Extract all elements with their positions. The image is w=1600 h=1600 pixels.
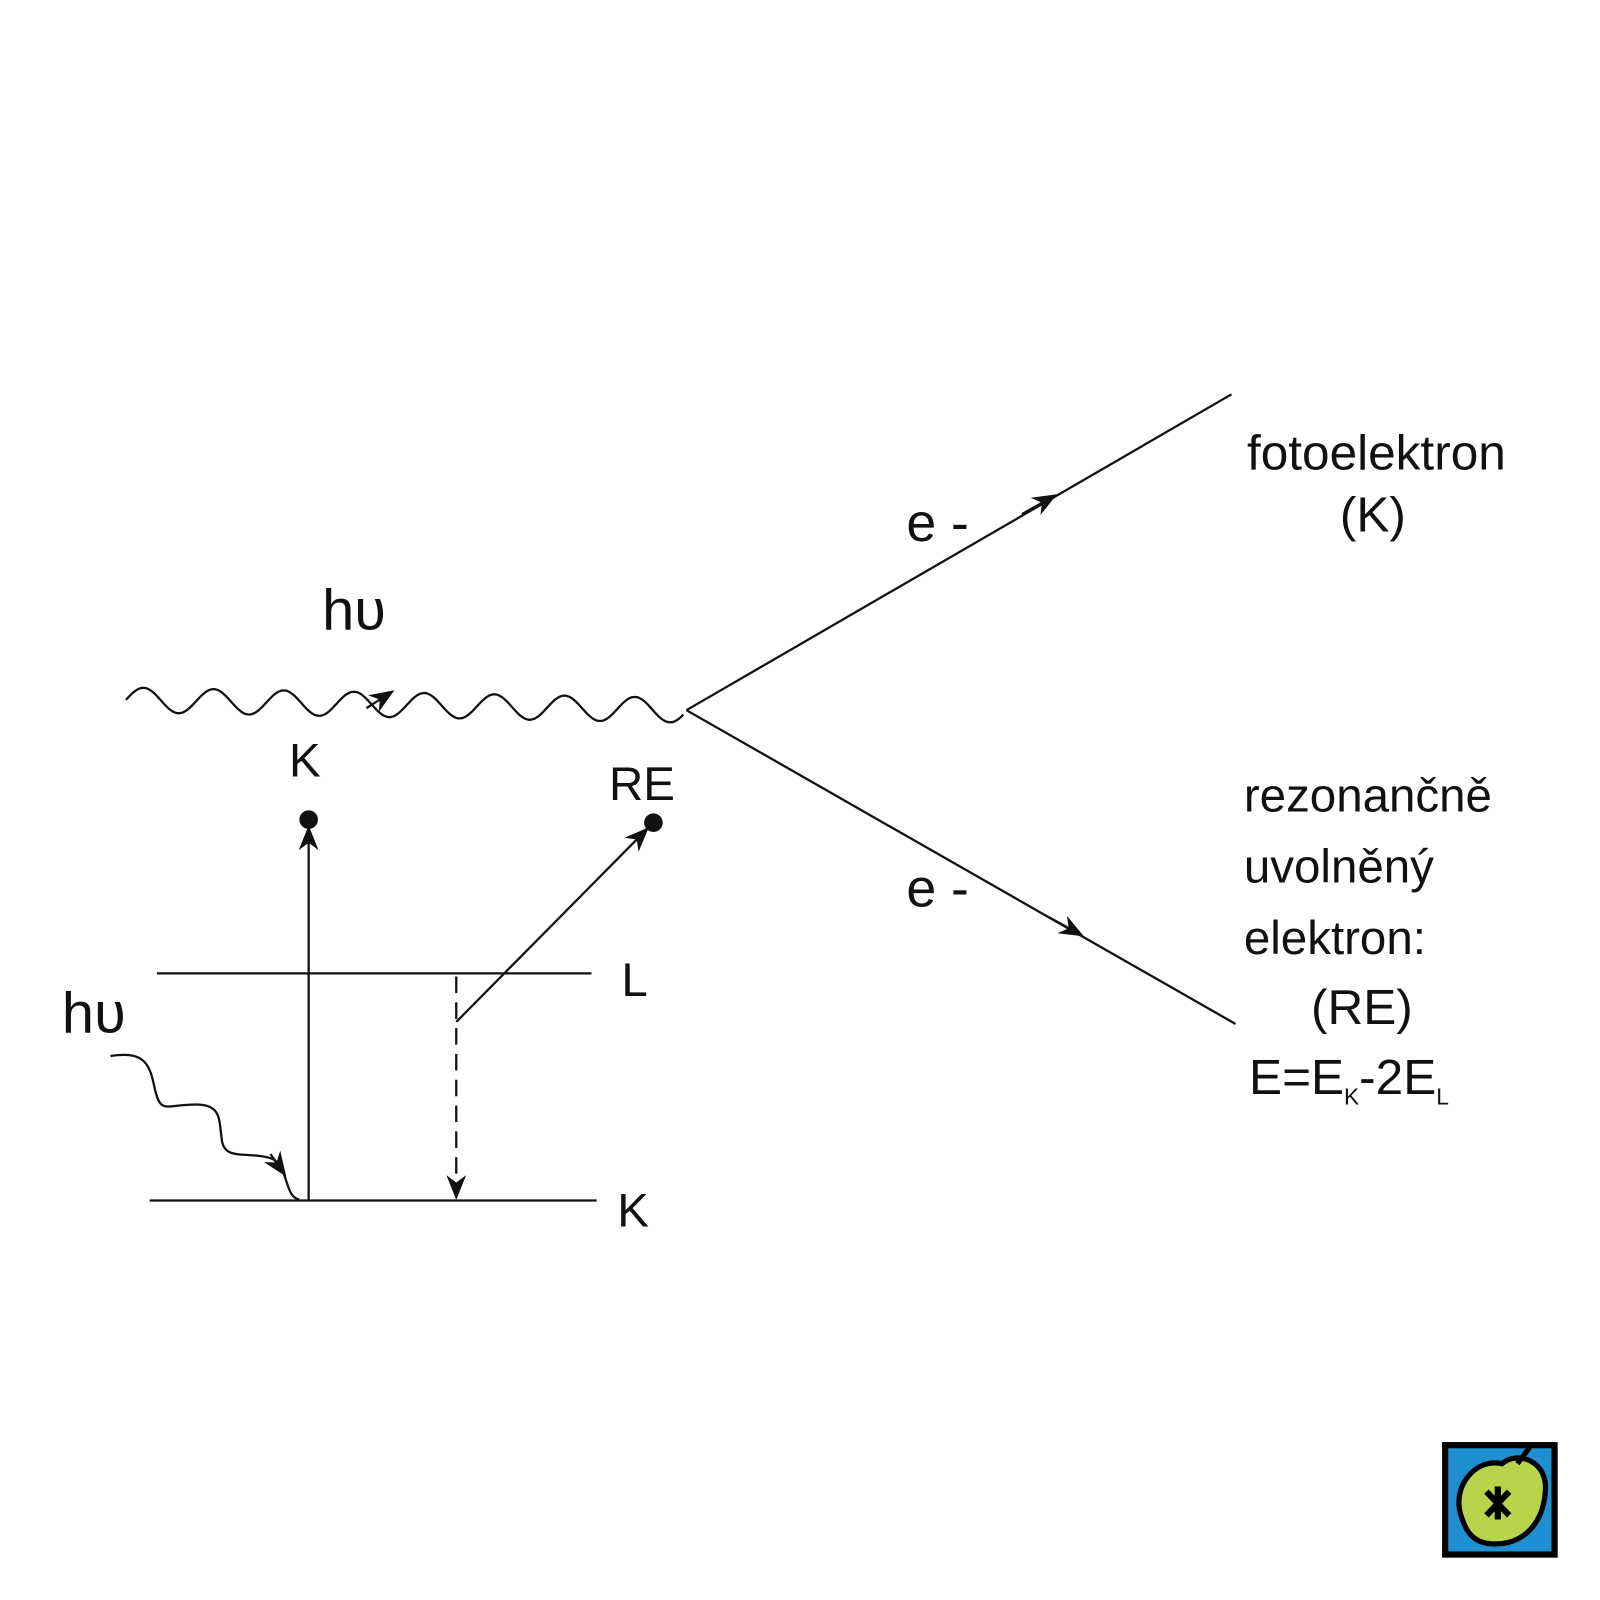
curly-photon-arrow-icon xyxy=(263,1150,287,1177)
apple-logo xyxy=(1442,1442,1558,1558)
photoelectron-arrow-icon xyxy=(1021,494,1058,516)
re-label: RE xyxy=(609,758,675,811)
k-ejected-label: K xyxy=(289,734,321,787)
photon-label-left: hυ xyxy=(62,981,126,1045)
electron-label-upper: e - xyxy=(906,493,969,553)
level-K-label: K xyxy=(617,1184,649,1237)
electron-label-lower: e - xyxy=(906,858,969,918)
incoming-photon-curly xyxy=(110,1053,300,1201)
resonant-label-2: uvolněný xyxy=(1244,841,1434,894)
re-emission-arrow xyxy=(455,827,649,1023)
energy-formula: E=EK-2EL xyxy=(1249,1050,1449,1109)
resonant-electron-track xyxy=(685,709,1237,1025)
photoelectron-track xyxy=(685,393,1233,712)
ejected-k-electron-dot xyxy=(299,810,318,829)
photon-arrow-icon xyxy=(365,690,395,712)
photoelectron-label: fotoelektron xyxy=(1247,426,1506,481)
photoelectron-sublabel: (K) xyxy=(1340,488,1406,543)
star-icon xyxy=(1484,1486,1512,1520)
resonant-label-4: (RE) xyxy=(1311,980,1413,1035)
resonant-label-1: rezonančně xyxy=(1244,769,1492,822)
photon-label-top: hυ xyxy=(322,579,386,643)
resonant-electron-arrow-icon xyxy=(1047,915,1084,937)
re-electron-dot xyxy=(644,813,663,832)
level-L-label: L xyxy=(621,954,647,1007)
resonant-label-3: elektron: xyxy=(1244,912,1426,965)
incoming-photon-wave xyxy=(125,686,685,724)
